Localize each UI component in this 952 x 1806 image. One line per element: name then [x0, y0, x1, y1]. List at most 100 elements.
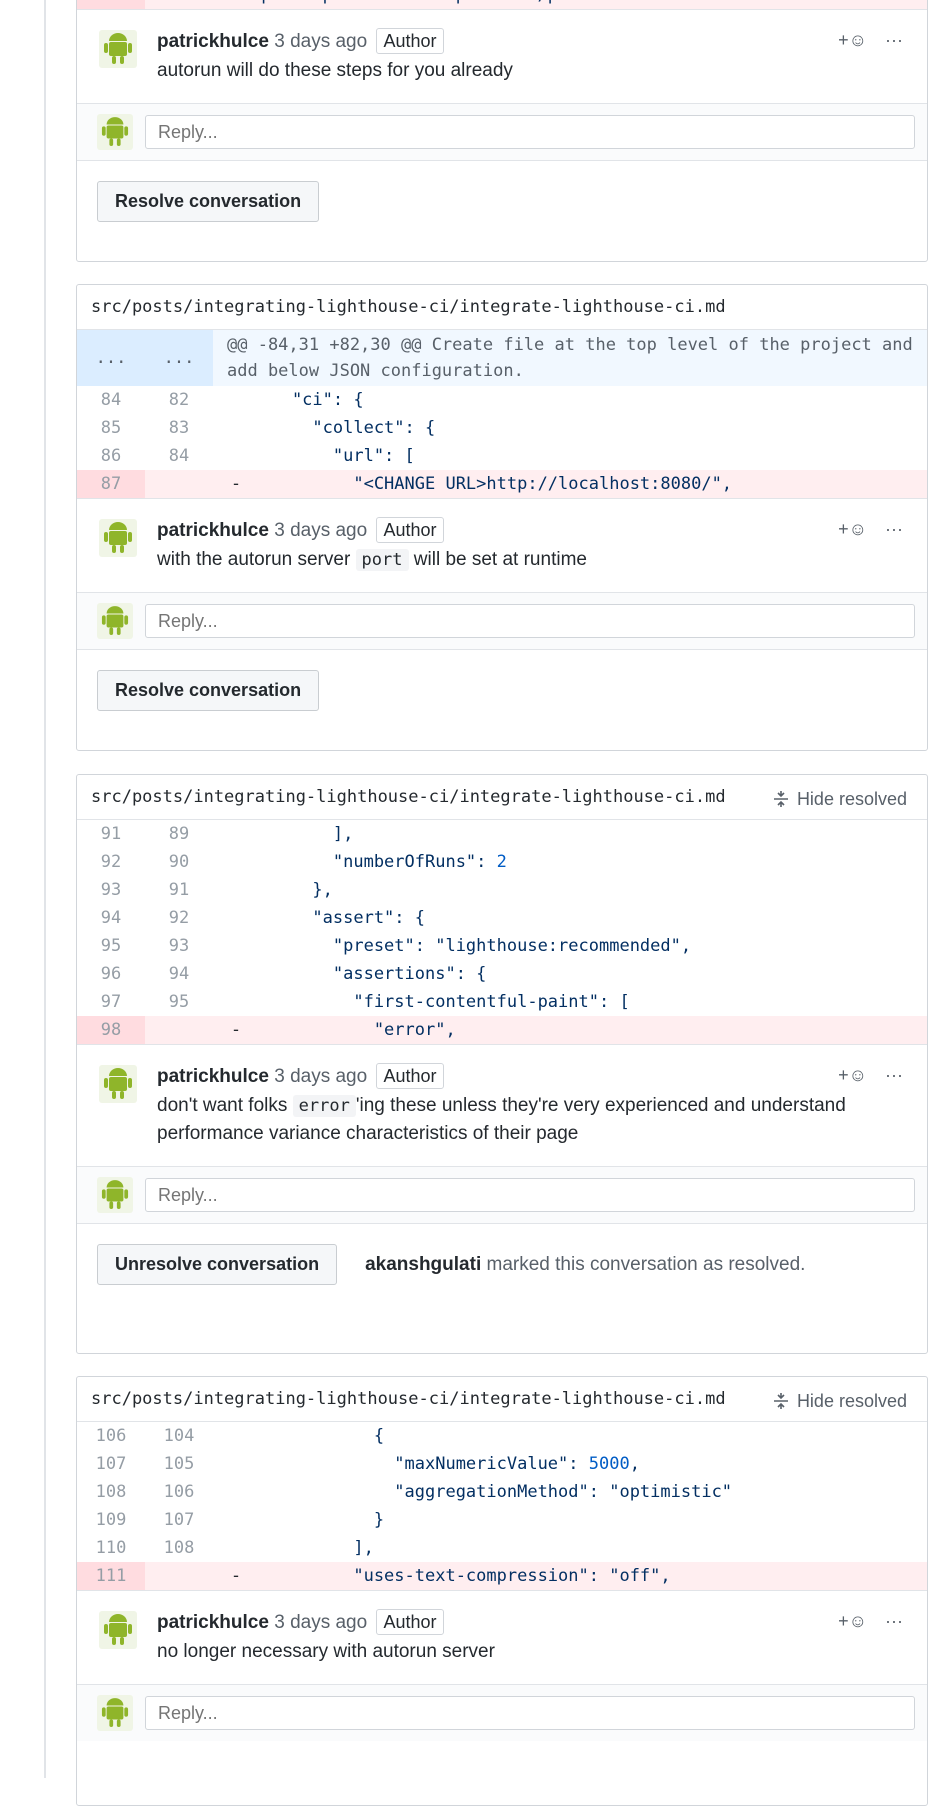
file-path[interactable]: src/posts/integrating-lighthouse-ci/inte… — [91, 787, 726, 807]
hunk-text: @@ -84,31 +82,30 @@ Create file at the t… — [227, 335, 913, 381]
comment-author[interactable]: patrickhulce — [157, 1612, 269, 1633]
line-number-old[interactable]: 111 — [77, 1562, 145, 1590]
line-number-new[interactable]: 95 — [168, 992, 190, 1012]
line-number-new[interactable]: 91 — [168, 880, 190, 900]
line-number-old[interactable]: 93 — [100, 880, 122, 900]
line-number-new[interactable]: 84 — [168, 446, 190, 466]
reply-input[interactable] — [145, 115, 915, 149]
comment-time[interactable]: 3 days ago — [274, 520, 368, 541]
comment-header: patrickhulce 3 days ago Author — [157, 1063, 905, 1090]
add-reaction-icon[interactable]: +☺ — [838, 1611, 868, 1631]
expand-down-icon[interactable]: ... — [145, 330, 213, 386]
line-number-new[interactable]: 89 — [168, 824, 190, 844]
line-number-old[interactable]: 87 — [77, 470, 145, 498]
line-number-old[interactable]: 98 — [77, 1016, 145, 1044]
line-number-new[interactable]: 105 — [163, 1454, 195, 1474]
diff-line-content: "url": [ — [251, 446, 415, 466]
line-number-old[interactable]: 92 — [100, 852, 122, 872]
expand-up-icon[interactable]: ... — [77, 330, 145, 386]
add-reaction-icon[interactable]: +☺ — [838, 519, 868, 539]
comment-body: autorun will do these steps for you alre… — [157, 60, 513, 81]
line-number-old[interactable]: 97 — [100, 992, 122, 1012]
reply-input[interactable] — [145, 1696, 915, 1730]
android-avatar-icon — [104, 1614, 132, 1645]
line-number-new[interactable]: 83 — [168, 418, 190, 438]
line-number-new[interactable]: 104 — [163, 1426, 195, 1446]
line-number-old[interactable]: 96 — [100, 964, 122, 984]
comment-author[interactable]: patrickhulce — [157, 1066, 269, 1087]
reply-input[interactable] — [145, 1178, 915, 1212]
resolve-conversation-button[interactable]: Resolve conversation — [97, 181, 320, 222]
line-number-new[interactable] — [145, 1016, 213, 1044]
line-number-new[interactable]: 94 — [168, 964, 190, 984]
file-path[interactable]: src/posts/integrating-lighthouse-ci/inte… — [91, 1389, 726, 1409]
avatar[interactable] — [99, 1065, 137, 1103]
hide-resolved-toggle[interactable]: Hide resolved — [771, 787, 907, 811]
comment-time[interactable]: 3 days ago — [274, 1612, 368, 1633]
line-number-old[interactable]: 110 — [95, 1538, 127, 1558]
line-number-old[interactable]: 94 — [100, 908, 122, 928]
reply-input[interactable] — [145, 604, 915, 638]
diff-line: 97 95 "first-contentful-paint": [ — [77, 988, 927, 1016]
line-number-new[interactable]: 93 — [168, 936, 190, 956]
line-number-old[interactable]: 85 — [100, 418, 122, 438]
avatar[interactable] — [99, 1611, 137, 1649]
review-comment: patrickhulce 3 days ago Author +☺ ··· au… — [77, 9, 927, 103]
diff-line-content: "maxNumericValue": 5000, — [251, 1454, 640, 1474]
add-reaction-icon[interactable]: +☺ — [838, 1065, 868, 1085]
diff-line-content: "first-contentful-paint": [ — [251, 992, 630, 1012]
line-number-new[interactable]: 92 — [168, 908, 190, 928]
line-number-new[interactable]: 107 — [163, 1510, 195, 1530]
comment-time[interactable]: 3 days ago — [274, 31, 368, 52]
line-number-old[interactable]: 86 — [100, 446, 122, 466]
avatar[interactable] — [99, 30, 137, 68]
line-number-new[interactable] — [145, 1562, 213, 1590]
resolve-conversation-button[interactable]: Resolve conversation — [97, 670, 320, 711]
line-number-old[interactable]: 91 — [100, 824, 122, 844]
more-options-icon[interactable]: ··· — [885, 30, 903, 50]
review-comment: patrickhulce 3 days ago Author +☺ ··· do… — [77, 1044, 927, 1166]
android-avatar-icon — [101, 117, 129, 146]
comment-time[interactable]: 3 days ago — [274, 1066, 368, 1087]
comment-author[interactable]: patrickhulce — [157, 31, 269, 52]
hide-resolved-toggle[interactable]: Hide resolved — [771, 1389, 907, 1413]
diff-table: npx http-server -s -p 8080 ./public & — [77, 0, 927, 9]
inline-code: port — [355, 549, 409, 571]
comment-body: don't want folks error'ing these unless … — [157, 1095, 846, 1144]
diff-line-content: "assertions": { — [251, 964, 487, 984]
line-number-old[interactable]: 84 — [100, 390, 122, 410]
line-number-old[interactable]: 109 — [95, 1510, 127, 1530]
diff-line: 86 84 "url": [ — [77, 442, 927, 470]
android-avatar-icon — [104, 1068, 132, 1099]
line-number-new[interactable]: 108 — [163, 1538, 195, 1558]
line-number-old[interactable]: 95 — [100, 936, 122, 956]
diff-line: 85 83 "collect": { — [77, 414, 927, 442]
line-number-new[interactable] — [145, 470, 213, 498]
avatar[interactable] — [99, 519, 137, 557]
diff-sign — [213, 442, 251, 470]
add-reaction-icon[interactable]: +☺ — [838, 30, 868, 50]
diff-line: 108 106 "aggregationMethod": "optimistic" — [77, 1478, 927, 1506]
fold-icon — [773, 791, 788, 807]
line-number-old[interactable]: 106 — [95, 1426, 127, 1446]
line-number-old[interactable]: 108 — [95, 1482, 127, 1502]
more-options-icon[interactable]: ··· — [885, 519, 903, 539]
comment-author[interactable]: patrickhulce — [157, 520, 269, 541]
android-avatar-icon — [104, 33, 132, 64]
diff-sign — [213, 414, 251, 442]
resolver-name[interactable]: akanshgulati — [365, 1253, 482, 1275]
line-number-new[interactable]: 82 — [168, 390, 190, 410]
diff-line-content: "aggregationMethod": "optimistic" — [251, 1482, 733, 1502]
line-number-new[interactable]: 106 — [163, 1482, 195, 1502]
unresolve-conversation-button[interactable]: Unresolve conversation — [97, 1244, 338, 1285]
more-options-icon[interactable]: ··· — [885, 1611, 903, 1631]
line-number-old[interactable]: 107 — [95, 1454, 127, 1474]
file-path[interactable]: src/posts/integrating-lighthouse-ci/inte… — [91, 297, 726, 317]
android-avatar-icon — [101, 1180, 129, 1209]
android-avatar-icon — [104, 522, 132, 553]
more-options-icon[interactable]: ··· — [885, 1065, 903, 1085]
diff-line-content: "<CHANGE URL>http://localhost:8080/", — [251, 474, 733, 494]
line-number-new[interactable]: 90 — [168, 852, 190, 872]
